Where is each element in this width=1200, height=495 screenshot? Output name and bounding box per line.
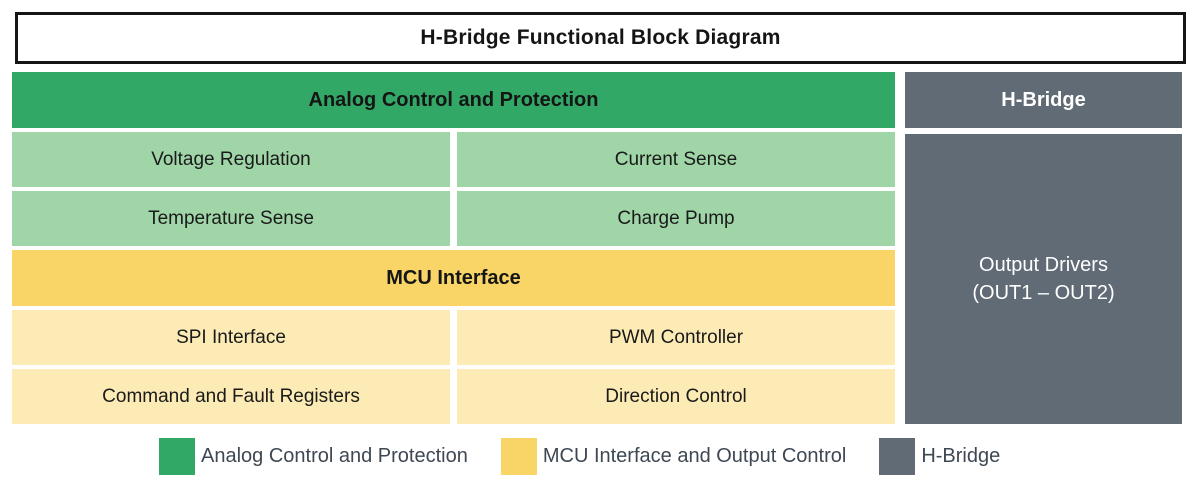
analog-control-header-label: Analog Control and Protection [308,88,599,111]
legend-swatch-yellow-icon [500,438,537,475]
output-drivers-line1: Output Drivers [979,254,1108,276]
block-spi-interface: SPI Interface [12,310,450,365]
hbridge-section-header: H-Bridge [905,72,1182,128]
diagram-title-box: H-Bridge Functional Block Diagram [15,12,1186,64]
block-current-sense: Current Sense [457,132,895,187]
legend-label-mcu: MCU Interface and Output Control [542,445,847,467]
legend-item-mcu: MCU Interface and Output Control [500,438,847,475]
diagram-legend: Analog Control and Protection MCU Interf… [159,438,1000,475]
hbridge-header-label: H-Bridge [1001,88,1086,111]
block-output-drivers: Output Drivers (OUT1 – OUT2) [905,134,1182,424]
legend-item-analog: Analog Control and Protection [159,438,468,475]
block-voltage-regulation: Voltage Regulation [12,132,450,187]
legend-item-hbridge: H-Bridge [879,438,1000,475]
analog-control-section-header: Analog Control and Protection [12,72,895,128]
legend-label-analog: Analog Control and Protection [201,445,468,467]
legend-swatch-green-icon [159,438,195,475]
block-temperature-sense: Temperature Sense [12,191,450,246]
block-direction-control: Direction Control [457,369,895,424]
block-pwm-controller: PWM Controller [457,310,895,365]
block-charge-pump: Charge Pump [457,191,895,246]
mcu-interface-header-label: MCU Interface [386,266,521,289]
hbridge-column: H-Bridge Output Drivers (OUT1 – OUT2) [905,72,1182,424]
output-drivers-line2: (OUT1 – OUT2) [972,282,1115,304]
mcu-interface-section-header: MCU Interface [12,250,895,306]
legend-label-hbridge: H-Bridge [921,445,1001,467]
diagram-body: Analog Control and Protection Voltage Re… [12,72,1182,424]
block-command-fault-registers: Command and Fault Registers [12,369,450,424]
analog-control-cells-grid: Voltage Regulation Current Sense Tempera… [12,132,895,246]
legend-swatch-gray-icon [879,438,916,475]
diagram-title: H-Bridge Functional Block Diagram [420,26,781,49]
mcu-interface-cells-grid: SPI Interface PWM Controller Command and… [12,310,895,424]
control-sections-column: Analog Control and Protection Voltage Re… [12,72,895,424]
